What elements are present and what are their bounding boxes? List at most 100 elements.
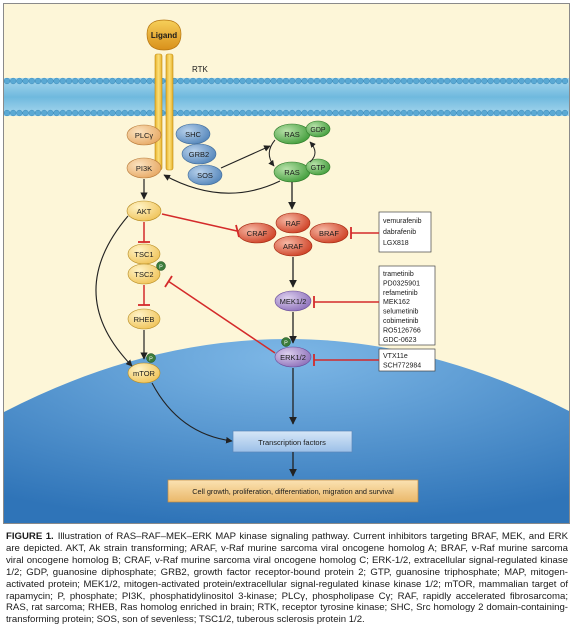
braf-label: BRAF [319, 229, 339, 238]
akt-node: AKT [126, 200, 162, 222]
ras-gtp-node: RAS GTP [273, 158, 331, 183]
lipid-head [127, 109, 135, 117]
mek-inhibition [313, 296, 379, 308]
lipid-head [419, 109, 426, 117]
lipid-head [177, 109, 184, 117]
lipid-head [307, 77, 314, 85]
shc-label: SHC [185, 130, 201, 139]
lipid-head [326, 109, 333, 117]
mtor-to-transcription-arrow [151, 382, 233, 444]
lipid-head [239, 77, 246, 85]
lipid-head [456, 109, 463, 117]
mek-label: MEK1/2 [280, 297, 307, 306]
erk-label: ERK1/2 [280, 353, 306, 362]
tsc1-node: TSC1 [127, 243, 161, 265]
ras-to-pi3k-arrow [163, 174, 281, 194]
lipid-head [140, 77, 147, 85]
ras-gdp-node: RAS GDP [273, 120, 331, 145]
lipid-head [134, 77, 141, 85]
lipid-head [530, 77, 538, 85]
rheb-label: RHEB [134, 315, 155, 324]
lipid-head [524, 77, 531, 85]
lipid-head [282, 109, 290, 117]
lipid-head [134, 109, 141, 117]
outcome-label: Cell growth, proliferation, differentiat… [192, 487, 394, 496]
raf-cluster: CRAF BRAF ARAF RAF [237, 212, 349, 257]
lipid-head [369, 109, 376, 117]
lipid-head [72, 77, 79, 85]
lipid-head [425, 109, 432, 117]
inhibitor-mek-5: cobimetinib [383, 318, 419, 325]
lipid-head [537, 77, 544, 85]
lipid-head [468, 109, 476, 117]
shc-node: SHC [175, 123, 211, 145]
lipid-head [506, 109, 513, 117]
lipid-head [109, 109, 116, 117]
lipid-head [369, 77, 376, 85]
lipid-head [499, 77, 507, 85]
lipid-head [282, 77, 290, 85]
gtp-label: GTP [311, 165, 326, 172]
tsc2-label: TSC2 [134, 270, 153, 279]
lipid-head [53, 77, 60, 85]
lipid-head [239, 109, 246, 117]
lipid-head [394, 77, 401, 85]
lipid-head [53, 109, 60, 117]
lipid-head [512, 77, 519, 85]
lipid-head [493, 77, 500, 85]
sos-to-ras-arrow [220, 145, 271, 169]
lipid-head [146, 109, 153, 117]
mtor-node: mTOR [127, 362, 161, 384]
mtor-label: mTOR [133, 369, 156, 378]
lipid-head [276, 77, 283, 85]
lipid-head [227, 77, 234, 85]
lipid-head [264, 109, 271, 117]
lipid-head [419, 77, 426, 85]
lipid-head [543, 109, 550, 117]
lipid-head [450, 109, 457, 117]
lipid-head [357, 109, 364, 117]
lipid-head [251, 77, 259, 85]
lipid-head [512, 109, 519, 117]
lipid-head [16, 109, 23, 117]
lipid-head [332, 77, 339, 85]
craf-label: CRAF [247, 229, 268, 238]
inhibitor-mek-3: MEK162 [383, 299, 410, 306]
lipid-head [475, 109, 482, 117]
lipid-head [462, 109, 469, 117]
lipid-head [363, 77, 370, 85]
lipid-head [72, 109, 79, 117]
transcription-label: Transcription factors [258, 438, 326, 447]
lipid-head [549, 77, 556, 85]
pi3k-node: PI3K [126, 157, 162, 179]
lipid-head [4, 109, 11, 117]
lipid-head [47, 77, 54, 85]
lipid-head [103, 77, 110, 85]
lipid-head [90, 77, 97, 85]
lipid-head [301, 77, 308, 85]
lipid-head [388, 109, 395, 117]
lipid-head [233, 109, 240, 117]
lipid-head [344, 109, 352, 117]
lipid-head [65, 109, 73, 117]
lipid-head [41, 77, 48, 85]
braf-node: BRAF [309, 222, 349, 244]
lipid-head [264, 77, 271, 85]
lipid-head [468, 77, 476, 85]
lipid-head [475, 77, 482, 85]
lipid-head [530, 109, 538, 117]
lipid-head [276, 109, 283, 117]
lipid-head [357, 77, 364, 85]
lipid-head [481, 109, 488, 117]
erk-node: ERK1/2 [274, 346, 312, 368]
lipid-head [270, 77, 277, 85]
lipid-head [499, 109, 507, 117]
lipid-head [10, 77, 17, 85]
lipid-head [202, 77, 209, 85]
lipid-head [220, 109, 228, 117]
lipid-head [375, 109, 383, 117]
lipid-head [96, 109, 104, 117]
lipid-head [313, 109, 321, 117]
tsc1-label: TSC1 [134, 250, 153, 259]
